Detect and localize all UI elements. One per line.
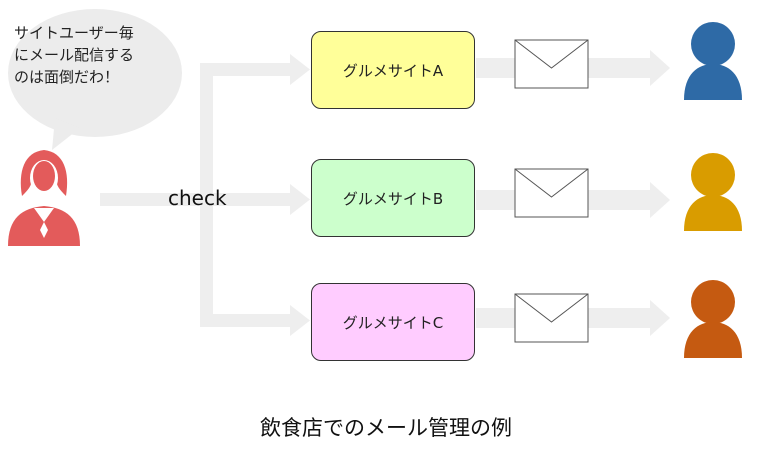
user-icon-c [684, 280, 742, 358]
branch-c-arrowhead [290, 305, 310, 336]
envelope-icon [514, 39, 589, 89]
speech-line: サイトユーザー毎 [14, 24, 134, 42]
speech-text: サイトユーザー毎 にメール配信する のは面倒だわ！ [14, 22, 176, 88]
check-arrows [100, 54, 310, 336]
mail-arrowhead-c [650, 300, 670, 336]
site-label-b: グルメサイトB [342, 189, 444, 208]
branch-a [200, 63, 292, 76]
site-box-b: グルメサイトB [311, 159, 475, 237]
mail-arrowhead-b [650, 182, 670, 218]
envelope-icon [514, 293, 589, 343]
site-label-c: グルメサイトC [342, 313, 444, 332]
owner-icon [8, 150, 80, 246]
envelope-icon [514, 168, 589, 218]
owner-arrow-stem [100, 193, 200, 206]
speech-bubble [8, 9, 182, 150]
branch-b [213, 193, 292, 206]
site-box-c: グルメサイトC [311, 283, 475, 361]
speech-line: のは面倒だわ！ [14, 68, 120, 86]
site-label-a: グルメサイトA [342, 61, 444, 80]
branch-a-arrowhead [290, 54, 310, 85]
branch-trunk [200, 63, 213, 327]
branch-b-arrowhead [290, 184, 310, 215]
mail-arrowhead-a [650, 50, 670, 86]
user-icon-a [684, 22, 742, 100]
check-label: check [168, 186, 227, 210]
site-box-a: グルメサイトA [311, 31, 475, 109]
branch-c [200, 314, 292, 327]
caption: 飲食店でのメール管理の例 [260, 416, 512, 440]
user-icon-b [684, 153, 742, 231]
speech-line: にメール配信する [14, 46, 135, 64]
